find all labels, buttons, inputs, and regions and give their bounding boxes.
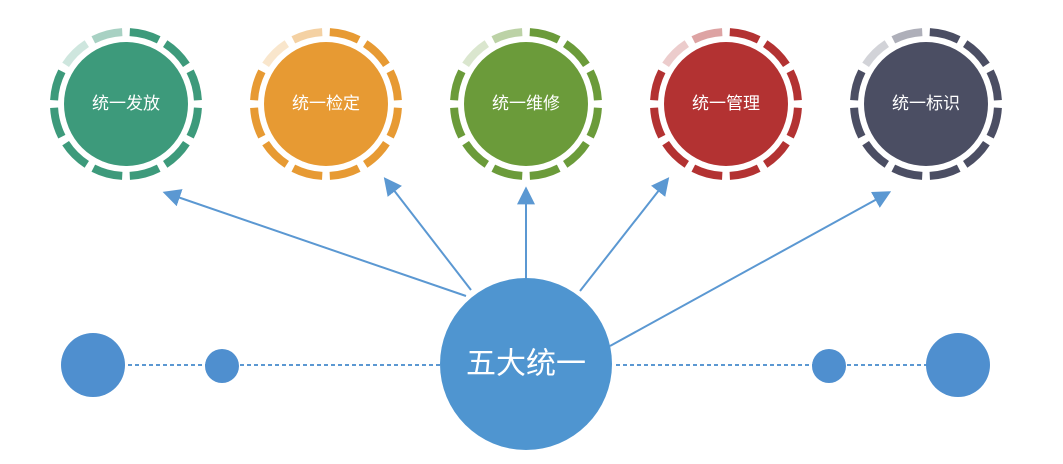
ring-segment: [962, 140, 990, 168]
arrow-1: [162, 189, 467, 297]
ring-segment: [129, 164, 161, 180]
ring-segment: [262, 140, 290, 168]
ring-segment: [850, 69, 866, 101]
ring-segment: [386, 107, 402, 139]
ring-segment: [291, 28, 323, 44]
ring-segment: [491, 28, 523, 44]
ring-segment: [329, 164, 361, 180]
dot-right-large: [926, 333, 990, 397]
ring-segment: [186, 69, 202, 101]
node-circle: [664, 42, 788, 166]
node-circle: [864, 42, 988, 166]
node-label: 统一标识: [892, 94, 960, 114]
ring-segment: [786, 107, 802, 139]
ring-segment: [929, 28, 961, 44]
baseline-group: [61, 333, 990, 397]
node-label: 统一管理: [692, 94, 760, 114]
ring-segment: [862, 40, 890, 68]
node-circle: [64, 42, 188, 166]
ring-segment: [450, 107, 466, 139]
ring-segment: [250, 107, 266, 139]
node-circle: [464, 42, 588, 166]
ring-segment: [650, 107, 666, 139]
ring-segment: [162, 140, 190, 168]
ring-segment: [729, 28, 761, 44]
ring-segment: [50, 69, 66, 101]
ring-segment: [291, 164, 323, 180]
ring-segment: [562, 140, 590, 168]
center-hub: 五大统一: [440, 278, 612, 450]
node-3: 统一维修: [450, 28, 602, 180]
ring-segment: [162, 40, 190, 68]
node-ring: [250, 28, 402, 180]
ring-segment: [691, 164, 723, 180]
ring-segment: [929, 164, 961, 180]
ring-segment: [786, 69, 802, 101]
ring-segment: [50, 107, 66, 139]
node-ring: [50, 28, 202, 180]
node-5: 统一标识: [850, 28, 1002, 180]
ring-segment: [362, 40, 390, 68]
node-1: 统一发放: [50, 28, 202, 180]
ring-segment: [862, 140, 890, 168]
ring-segment: [462, 40, 490, 68]
ring-segment: [250, 69, 266, 101]
ring-segment: [650, 69, 666, 101]
ring-segment: [386, 69, 402, 101]
dot-left-small: [205, 349, 239, 383]
ring-segment: [762, 40, 790, 68]
ring-segment: [62, 40, 90, 68]
ring-segment: [491, 164, 523, 180]
arrow-2: [383, 177, 472, 291]
node-label: 统一维修: [492, 94, 560, 114]
dot-left-large: [61, 333, 125, 397]
ring-segment: [891, 28, 923, 44]
ring-segment: [586, 69, 602, 101]
ring-segment: [586, 107, 602, 139]
center-circle: [440, 278, 612, 450]
ring-segment: [662, 40, 690, 68]
node-2: 统一检定: [250, 28, 402, 180]
ring-segment: [62, 140, 90, 168]
ring-segment: [986, 107, 1002, 139]
node-ring: [650, 28, 802, 180]
ring-segment: [91, 28, 123, 44]
ring-segment: [986, 69, 1002, 101]
ring-segment: [91, 164, 123, 180]
ring-segment: [462, 140, 490, 168]
ring-segment: [362, 140, 390, 168]
node-ring: [850, 28, 1002, 180]
arrows-group: [162, 177, 892, 347]
center-label: 五大统一: [466, 347, 586, 382]
ring-segment: [186, 107, 202, 139]
ring-segment: [729, 164, 761, 180]
nodes-group: 统一发放 统一检定 统一维修 统一管理 统一标识: [50, 28, 1002, 180]
node-4: 统一管理: [650, 28, 802, 180]
ring-segment: [962, 40, 990, 68]
arrow-4: [579, 177, 670, 292]
ring-segment: [850, 107, 866, 139]
ring-segment: [762, 140, 790, 168]
dot-right-small: [812, 349, 846, 383]
node-circle: [264, 42, 388, 166]
ring-segment: [891, 164, 923, 180]
ring-segment: [562, 40, 590, 68]
node-label: 统一发放: [92, 94, 160, 114]
ring-segment: [129, 28, 161, 44]
ring-segment: [662, 140, 690, 168]
ring-segment: [529, 28, 561, 44]
node-label: 统一检定: [292, 94, 360, 114]
arrow-5: [609, 191, 892, 347]
ring-segment: [691, 28, 723, 44]
ring-segment: [450, 69, 466, 101]
ring-segment: [262, 40, 290, 68]
node-ring: [450, 28, 602, 180]
ring-segment: [529, 164, 561, 180]
ring-segment: [329, 28, 361, 44]
